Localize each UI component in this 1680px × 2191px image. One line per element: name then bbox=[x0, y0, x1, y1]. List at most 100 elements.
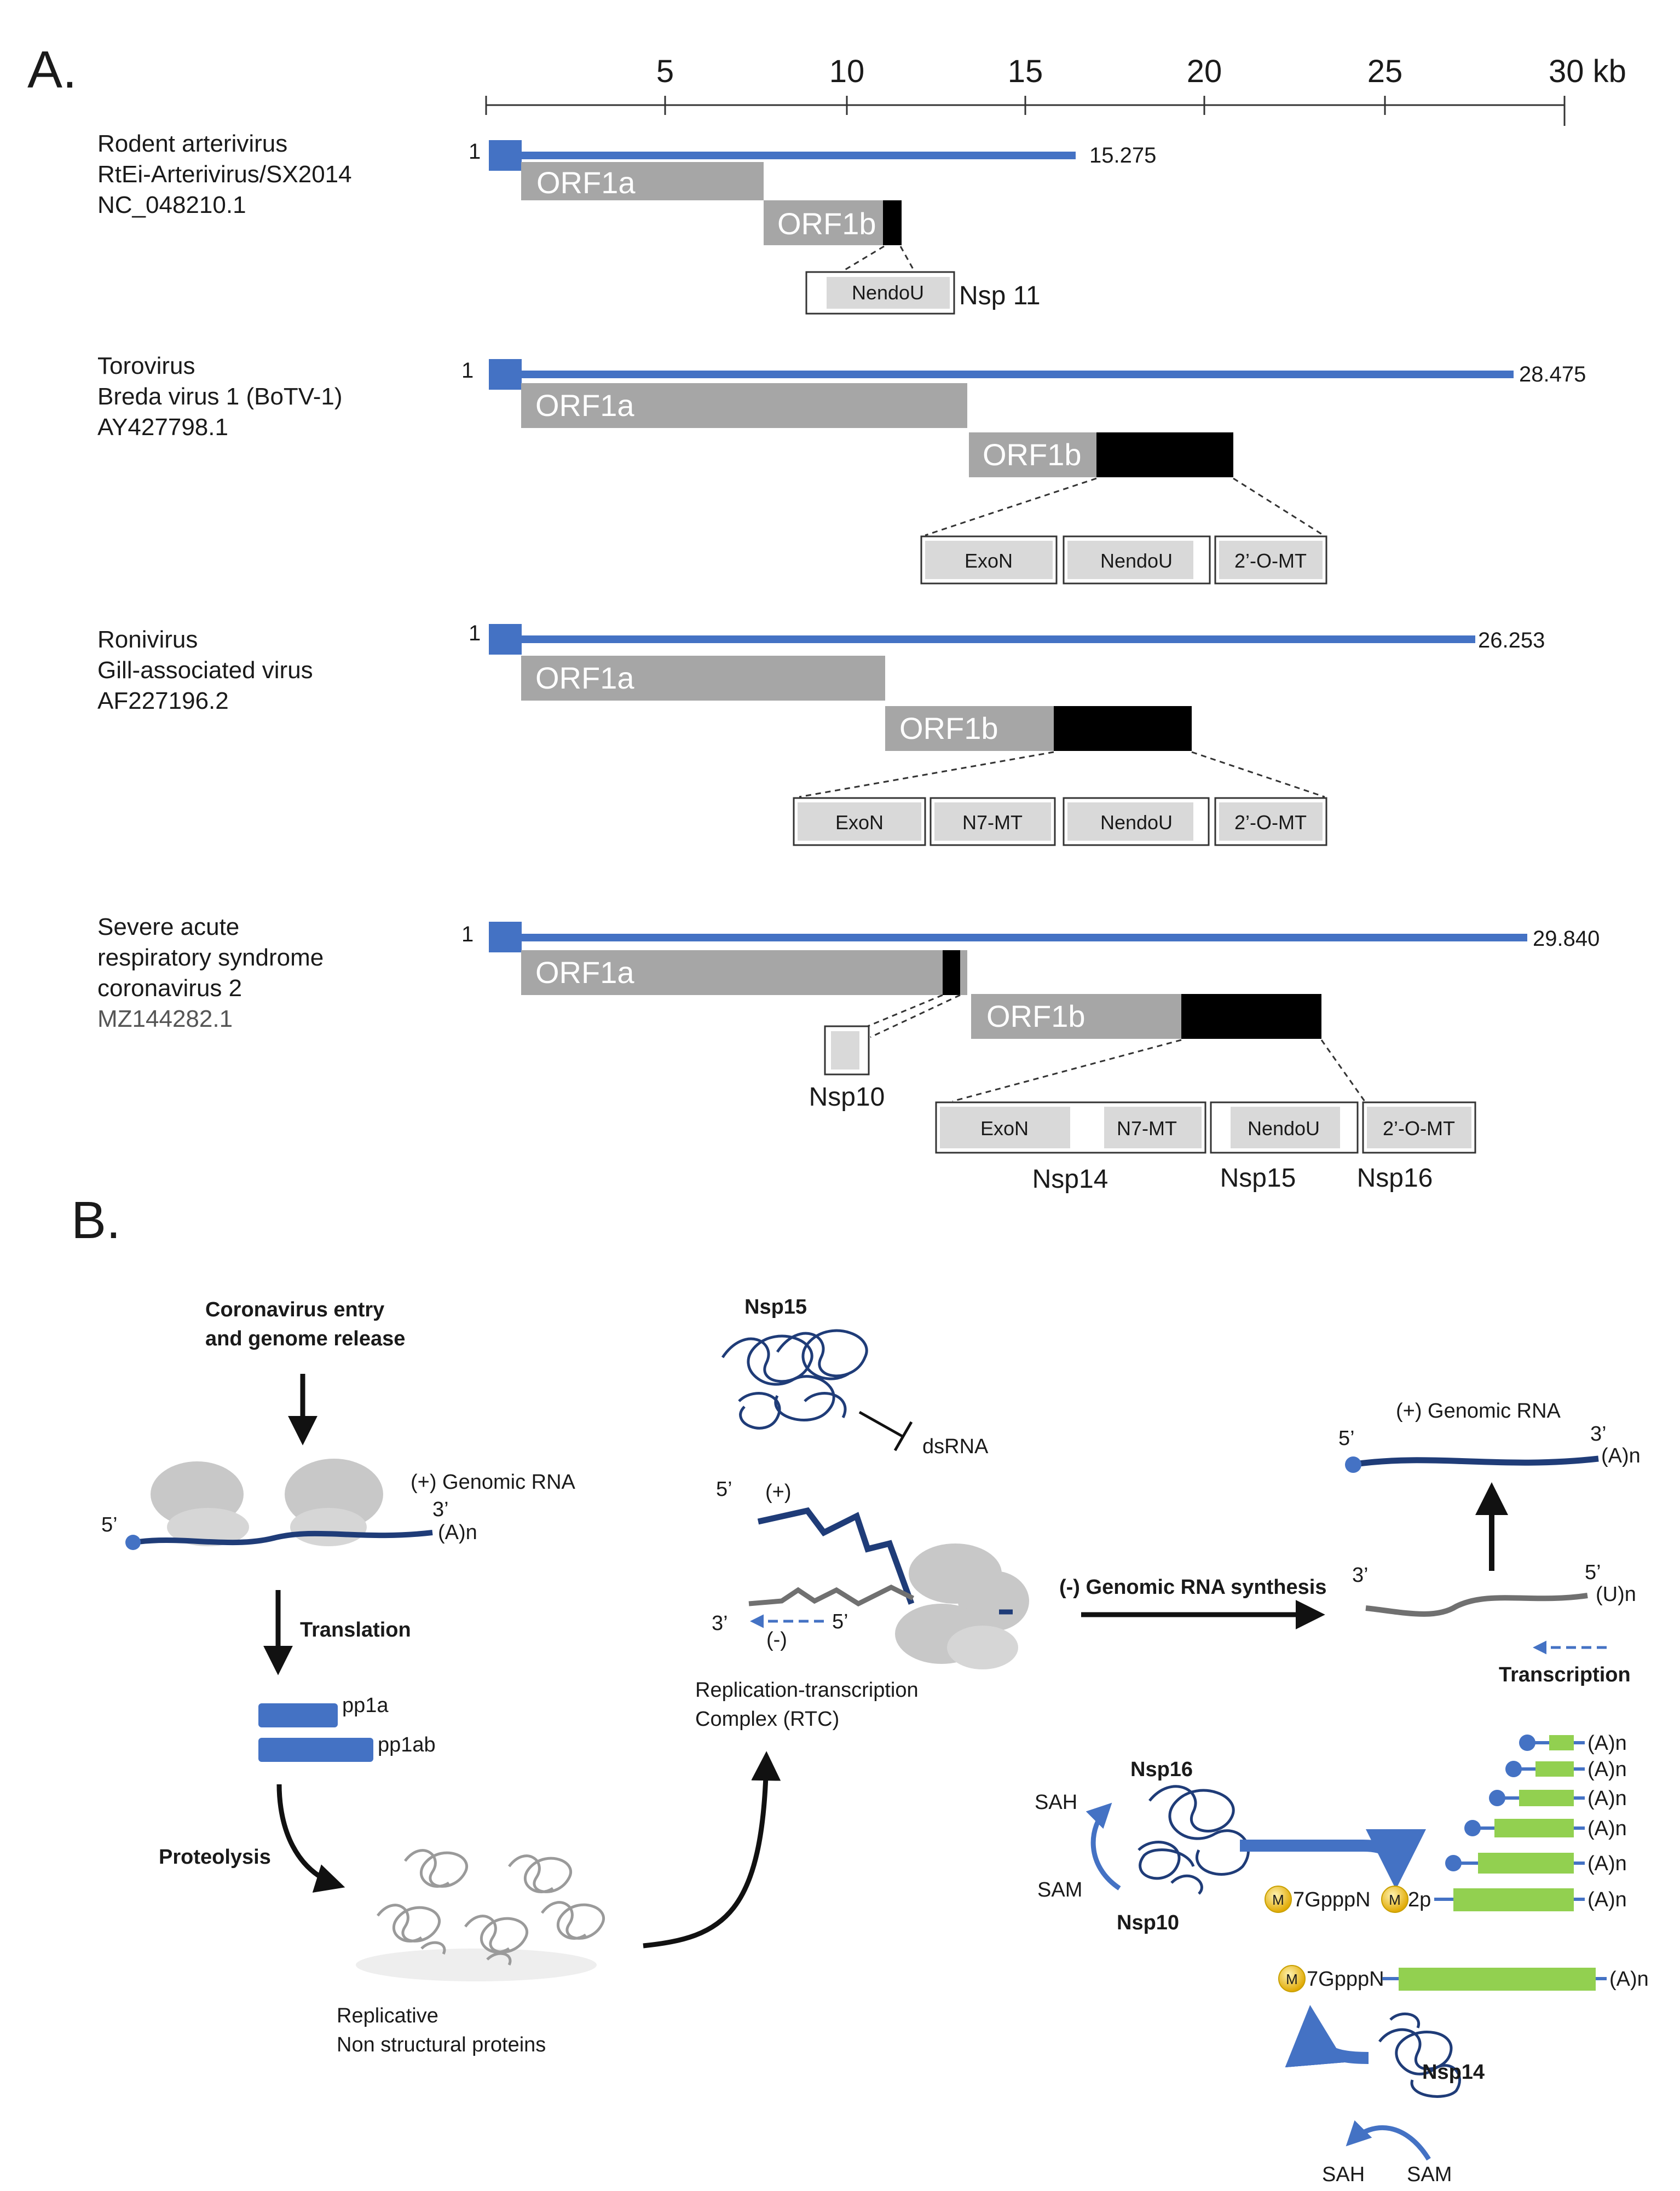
polya-label: (A)n bbox=[1601, 1444, 1641, 1467]
orf1b-domain-region bbox=[1096, 432, 1233, 477]
pp1a-bar bbox=[258, 1703, 338, 1727]
genome-accession: NC_048210.1 bbox=[97, 192, 246, 218]
orf1b-label: ORF1b bbox=[777, 206, 876, 241]
nsp10-label: Nsp10 bbox=[1117, 1911, 1179, 1934]
axis-tick-label: 20 bbox=[1187, 54, 1222, 89]
subgenomic-rna-bar bbox=[1478, 1853, 1574, 1874]
nsp14-protein-icon bbox=[1378, 2012, 1461, 2098]
subgenomic-rna-bar bbox=[1549, 1735, 1574, 1750]
genome-strain: Breda virus 1 (BoTV-1) bbox=[97, 383, 343, 410]
genome-accession: AY427798.1 bbox=[97, 414, 228, 441]
rtc-label: Complex (RTC) bbox=[695, 1708, 839, 1731]
genome-line bbox=[520, 934, 1527, 941]
genomic-rna-label: (+) Genomic RNA bbox=[411, 1471, 576, 1494]
entry-label: Coronavirus entry bbox=[205, 1298, 384, 1321]
polya-label: (A)n bbox=[1587, 1817, 1627, 1840]
genome-name: Ronivirus bbox=[97, 626, 198, 653]
subgenomic-rna-bar bbox=[1519, 1790, 1574, 1806]
sam-label: SAM bbox=[1037, 1878, 1082, 1901]
genome-start-label: 1 bbox=[469, 140, 481, 164]
sam-label: SAM bbox=[1407, 2163, 1452, 2186]
genome-name: Severe acute bbox=[97, 914, 239, 940]
orf1a-bar bbox=[521, 162, 764, 200]
genome-start-label: 1 bbox=[461, 922, 474, 946]
cap1-label: 2p bbox=[1408, 1888, 1431, 1911]
domain-nendou: NendoU bbox=[1100, 811, 1173, 834]
genome-strain: Gill-associated virus bbox=[97, 657, 313, 684]
genome-name: respiratory syndrome bbox=[97, 944, 324, 971]
minus-label: (-) bbox=[766, 1628, 787, 1651]
genome-start-label: 1 bbox=[461, 359, 474, 383]
domain-nendou: NendoU bbox=[1100, 550, 1173, 572]
orf1a-label: ORF1a bbox=[536, 165, 636, 200]
sah-label: SAH bbox=[1035, 1791, 1077, 1814]
orf1b-label: ORF1b bbox=[899, 711, 998, 745]
minus-synthesis-label: (-) Genomic RNA synthesis bbox=[1059, 1576, 1326, 1599]
subgenomic-rna-bar bbox=[1535, 1761, 1574, 1777]
orf1a-bar bbox=[521, 656, 885, 701]
methyl-label: M bbox=[1286, 1971, 1298, 1987]
proteolysis-label: Proteolysis bbox=[159, 1846, 271, 1869]
five-prime-label: 5’ bbox=[832, 1610, 848, 1633]
genome-name: Torovirus bbox=[97, 352, 195, 379]
plus-label: (+) bbox=[765, 1481, 792, 1504]
plus-strand bbox=[757, 1507, 915, 1605]
genome-accession: AF227196.2 bbox=[97, 687, 229, 714]
proteolysis-arrow bbox=[276, 1784, 345, 1893]
sam-to-sah-arrow bbox=[1086, 1802, 1121, 1891]
domain-n7-mt: N7-MT bbox=[1117, 1117, 1177, 1140]
rtc-label: Replication-transcription bbox=[695, 1679, 919, 1702]
orf1a-label: ORF1a bbox=[535, 388, 634, 423]
genome-start-label: 1 bbox=[469, 621, 481, 645]
translation-label: Translation bbox=[300, 1618, 411, 1641]
five-prime-label: 5’ bbox=[716, 1478, 732, 1501]
subgenomic-rna-ladder bbox=[1445, 1735, 1585, 1874]
replicative-label: Replicative bbox=[337, 2004, 438, 2027]
orf1b-domain-region bbox=[883, 200, 902, 245]
axis-tick-label: 25 bbox=[1367, 54, 1403, 89]
domain-nendou: NendoU bbox=[1248, 1117, 1320, 1140]
five-prime-label: 5’ bbox=[101, 1513, 118, 1536]
five-prime-cap-block bbox=[489, 359, 522, 390]
orf1a-bar bbox=[521, 383, 967, 428]
replicative-label: Non structural proteins bbox=[337, 2033, 546, 2056]
entry-label: and genome release bbox=[205, 1327, 405, 1350]
sam-to-sah-arrow bbox=[1346, 2120, 1431, 2161]
genome-sars-cov-2: Severe acute respiratory syndrome corona… bbox=[97, 914, 1600, 1194]
genome-name: Rodent arterivirus bbox=[97, 130, 287, 157]
orf1a-label: ORF1a bbox=[535, 661, 634, 695]
nsp14-label: Nsp14 bbox=[1032, 1165, 1109, 1194]
to-rtc-arrow bbox=[643, 1751, 781, 1949]
nsp16-nsp10-protein-icon bbox=[1138, 1785, 1250, 1895]
sah-label: SAH bbox=[1322, 2163, 1365, 2186]
genome-length-label: 15.275 bbox=[1089, 143, 1156, 167]
nsp14-label: Nsp14 bbox=[1422, 2061, 1485, 2084]
capped-rna-bar bbox=[1453, 1888, 1574, 1911]
methyl-group-icon bbox=[1265, 1886, 1292, 1913]
polya-label: (A)n bbox=[1587, 1852, 1627, 1875]
methylation-arrow bbox=[1240, 1829, 1426, 1889]
nsp16-label: Nsp16 bbox=[1357, 1164, 1433, 1193]
methyl-label: M bbox=[1272, 1892, 1284, 1908]
inhibition-line bbox=[858, 1410, 904, 1438]
capped-rna-bar bbox=[1399, 1968, 1596, 1991]
domain-2o-mt: 2’-O-MT bbox=[1234, 811, 1307, 834]
three-prime-label: 3’ bbox=[432, 1498, 449, 1521]
five-prime-cap-icon bbox=[1345, 1456, 1361, 1473]
polya-label: (A)n bbox=[1587, 1758, 1627, 1781]
pp1ab-bar bbox=[258, 1738, 373, 1762]
dsrna-label: dsRNA bbox=[922, 1435, 989, 1458]
five-prime-label: 5’ bbox=[1585, 1561, 1601, 1584]
ribosome-translation-complex bbox=[125, 1459, 433, 1550]
polya-label: (A)n bbox=[1609, 1968, 1649, 1991]
orf1a-bar bbox=[521, 950, 967, 995]
rtc-complex-icon bbox=[748, 1507, 1029, 1669]
orf1b-label: ORF1b bbox=[986, 999, 1086, 1033]
nsp15-label: Nsp15 bbox=[1220, 1164, 1296, 1193]
orf1b-domain-region bbox=[1181, 994, 1321, 1039]
methyl-group-icon bbox=[1278, 1965, 1306, 1992]
domain-2o-mt: 2’-O-MT bbox=[1383, 1117, 1455, 1140]
genome-line bbox=[520, 152, 1076, 159]
five-prime-cap-block bbox=[489, 140, 522, 171]
